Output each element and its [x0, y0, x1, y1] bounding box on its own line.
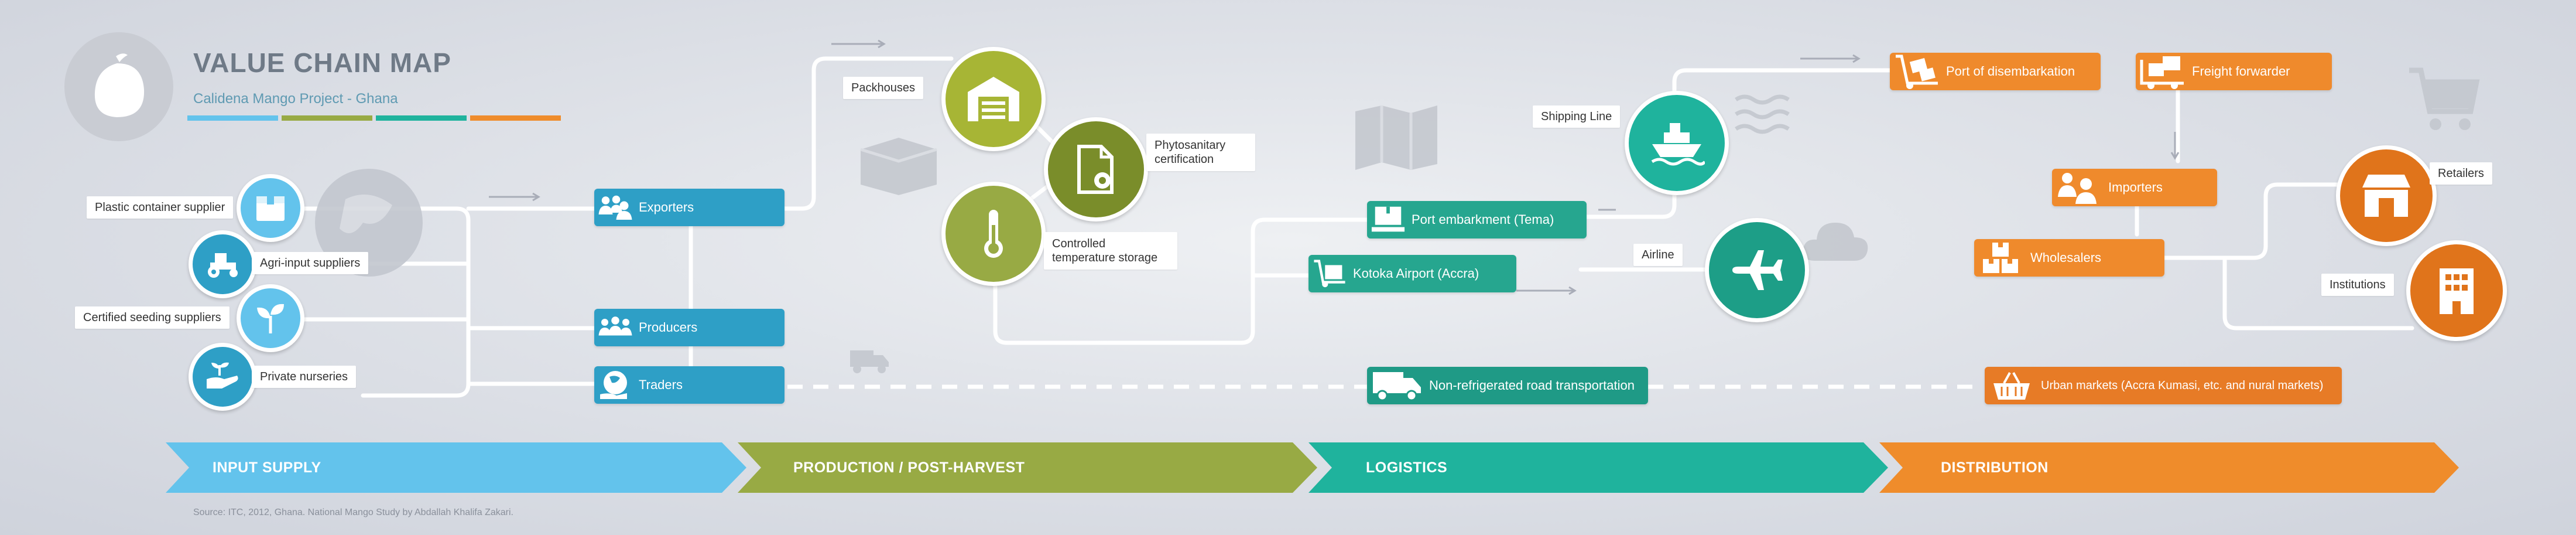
stage-production-label: PRODUCTION / POST-HARVEST	[793, 459, 1025, 476]
retailers-label: Retailers	[2430, 162, 2492, 185]
tractor-icon	[208, 253, 238, 278]
wholesalers-label: Wholesalers	[2030, 250, 2102, 265]
private-nurseries-label: Private nurseries	[252, 366, 357, 388]
stage-logistics: LOGISTICS	[1308, 442, 1888, 493]
producers-label: Producers	[639, 320, 698, 335]
urban-markets-box[interactable]: Urban markets (Accra Kumasi, etc. and nu…	[1985, 367, 2342, 404]
exporters-label: Exporters	[639, 200, 694, 214]
port-disembarkation-box[interactable]: Port of disembarkation	[1890, 53, 2101, 90]
shop-icon	[2362, 175, 2410, 217]
page-subtitle: Calidena Mango Project - Ghana	[193, 91, 398, 107]
box-watermark-icon	[860, 138, 937, 195]
institutions-node[interactable]	[2406, 240, 2507, 341]
road-transport-box[interactable]: Non-refrigerated road transportation	[1367, 367, 1648, 404]
packhouses-label: Packhouses	[843, 77, 923, 99]
hand-plant-icon	[207, 362, 238, 389]
controlled-storage-label: Controlled temperature storage	[1044, 232, 1177, 270]
phytosanitary-certification-node[interactable]	[1044, 117, 1148, 222]
cold-line-1: Controlled	[1052, 237, 1106, 250]
packhouses-node[interactable]	[941, 47, 1046, 151]
importers-box[interactable]: Importers	[2052, 169, 2217, 206]
kotoka-airport-label: Kotoka Airport (Accra)	[1353, 266, 1479, 281]
people-icon	[598, 195, 632, 220]
cold-line-2: temperature storage	[1052, 251, 1158, 264]
traders-label: Traders	[639, 377, 683, 392]
phytosanitary-certification-label: Phytosanitary certification	[1146, 134, 1255, 171]
kotoka-airport-box[interactable]: Kotoka Airport (Accra)	[1308, 255, 1516, 292]
agri-input-suppliers-node[interactable]	[189, 230, 256, 298]
stage-input-supply-label: INPUT SUPPLY	[213, 459, 321, 476]
airplane-icon	[1732, 250, 1783, 290]
plastic-container-supplier-node[interactable]	[237, 174, 304, 242]
shipping-line-node[interactable]	[1625, 91, 1729, 195]
road-transport-label: Non-refrigerated road transportation	[1429, 378, 1635, 393]
people-icon-2	[2058, 173, 2097, 204]
stage-logistics-label: LOGISTICS	[1366, 459, 1448, 476]
forklift-boxes-icon	[2140, 56, 2184, 89]
ship-icon	[1651, 123, 1705, 166]
port-embarkment-box[interactable]: Port embarkment (Tema)	[1367, 201, 1587, 238]
hand-truck-boxes-icon	[1896, 54, 1938, 89]
building-icon	[2440, 268, 2474, 314]
stage-input-supply: INPUT SUPPLY	[166, 442, 746, 493]
truck-watermark-icon	[850, 350, 889, 373]
stage-production: PRODUCTION / POST-HARVEST	[738, 442, 1317, 493]
private-nurseries-node[interactable]	[189, 343, 256, 411]
airline-node[interactable]	[1705, 218, 1809, 322]
plastic-container-supplier-label: Plastic container supplier	[87, 196, 234, 219]
traders-box[interactable]: Traders	[594, 366, 785, 404]
stacked-boxes-icon	[1983, 243, 2018, 273]
waves-watermark-icon	[1735, 94, 1790, 134]
phyto-line-1: Phytosanitary	[1155, 139, 1226, 152]
urban-markets-label: Urban markets (Accra Kumasi, etc. and nu…	[2041, 379, 2324, 392]
thermometer-icon	[984, 210, 1003, 258]
globe-watermark-icon	[315, 169, 423, 277]
exporters-box[interactable]: Exporters	[594, 189, 785, 226]
importers-label: Importers	[2108, 180, 2163, 195]
phyto-line-2: certification	[1155, 153, 1214, 166]
retailers-node[interactable]	[2336, 145, 2437, 246]
cart-watermark-icon	[2409, 67, 2480, 130]
producers-box[interactable]: Producers	[594, 309, 785, 346]
container-box-icon	[256, 196, 285, 221]
page-title: VALUE CHAIN MAP	[193, 47, 451, 78]
certified-seeding-suppliers-label: Certified seeding suppliers	[75, 306, 229, 329]
freight-forwarder-box[interactable]: Freight forwarder	[2136, 53, 2332, 90]
controlled-storage-node[interactable]	[941, 182, 1046, 286]
airline-label: Airline	[1633, 244, 1683, 266]
mango-icon	[94, 53, 145, 117]
cloud-watermark-icon	[1803, 223, 1868, 261]
freight-forwarder-label: Freight forwarder	[2192, 64, 2290, 79]
truck-icon	[1373, 372, 1421, 401]
source-note: Source: ITC, 2012, Ghana. National Mango…	[193, 507, 513, 517]
mango-logo	[64, 32, 173, 141]
hand-truck-icon	[1314, 260, 1345, 288]
pallet-boxes-icon	[1371, 206, 1405, 232]
certified-seeding-suppliers-node[interactable]	[237, 284, 304, 352]
stage-distribution-label: DISTRIBUTION	[1941, 459, 2049, 476]
port-disembarkation-label: Port of disembarkation	[1946, 64, 2075, 79]
wholesalers-box[interactable]: Wholesalers	[1974, 239, 2164, 277]
warehouse-icon	[968, 77, 1019, 121]
stage-distribution: DISTRIBUTION	[1879, 442, 2459, 493]
map-watermark-icon	[1355, 105, 1437, 170]
people-group-icon	[598, 316, 632, 336]
port-embarkment-label: Port embarkment (Tema)	[1412, 212, 1554, 227]
certificate-icon	[1077, 145, 1114, 194]
institutions-label: Institutions	[2321, 274, 2394, 296]
agri-input-suppliers-label: Agri-input suppliers	[252, 252, 369, 274]
shipping-line-label: Shipping Line	[1533, 105, 1621, 128]
seedling-icon	[257, 304, 284, 333]
globe-hand-icon	[600, 371, 627, 399]
basket-icon	[1993, 372, 2030, 400]
title-color-stripes	[187, 115, 561, 121]
